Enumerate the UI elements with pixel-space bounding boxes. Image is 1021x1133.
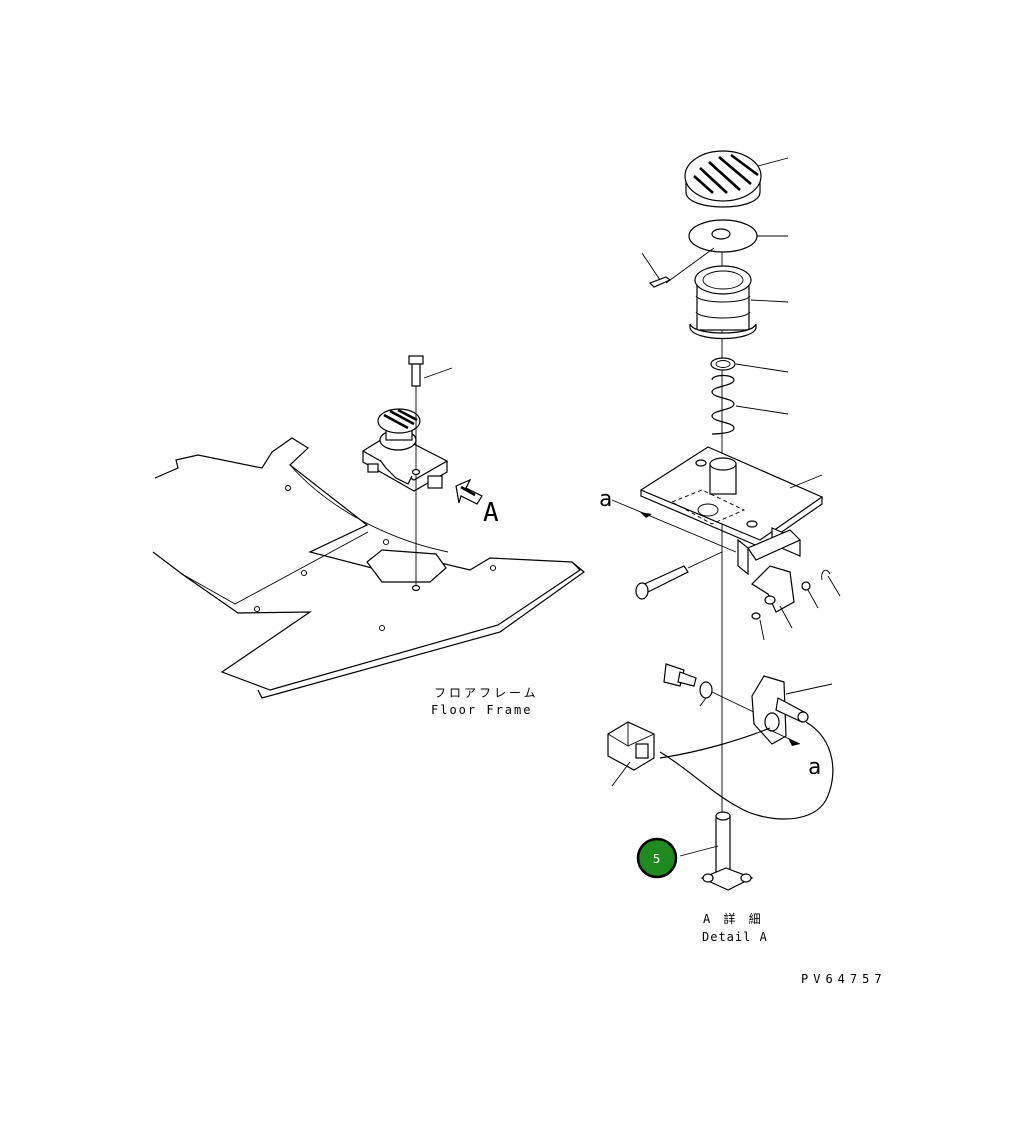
view-arrow-letter: A bbox=[483, 498, 499, 528]
detail-a-drawing bbox=[607, 150, 841, 891]
part-callout-5[interactable]: 5 bbox=[636, 837, 678, 879]
section-a-top-letter: a bbox=[599, 487, 612, 512]
hollow-block-arrow-icon bbox=[455, 478, 483, 505]
part-callout-number: 5 bbox=[653, 852, 660, 866]
detail-a-label-jp: A 詳 細 bbox=[703, 911, 764, 926]
floor-frame-label-en: Floor Frame bbox=[431, 703, 532, 717]
drawing-number: PV64757 bbox=[801, 972, 887, 986]
floor-frame-label-jp: フロアフレーム bbox=[434, 686, 539, 700]
floor-frame-drawing bbox=[152, 355, 585, 699]
detail-a-label-en: Detail A bbox=[702, 930, 768, 944]
section-a-bottom-letter: a bbox=[808, 755, 821, 780]
pin-part bbox=[641, 252, 672, 288]
